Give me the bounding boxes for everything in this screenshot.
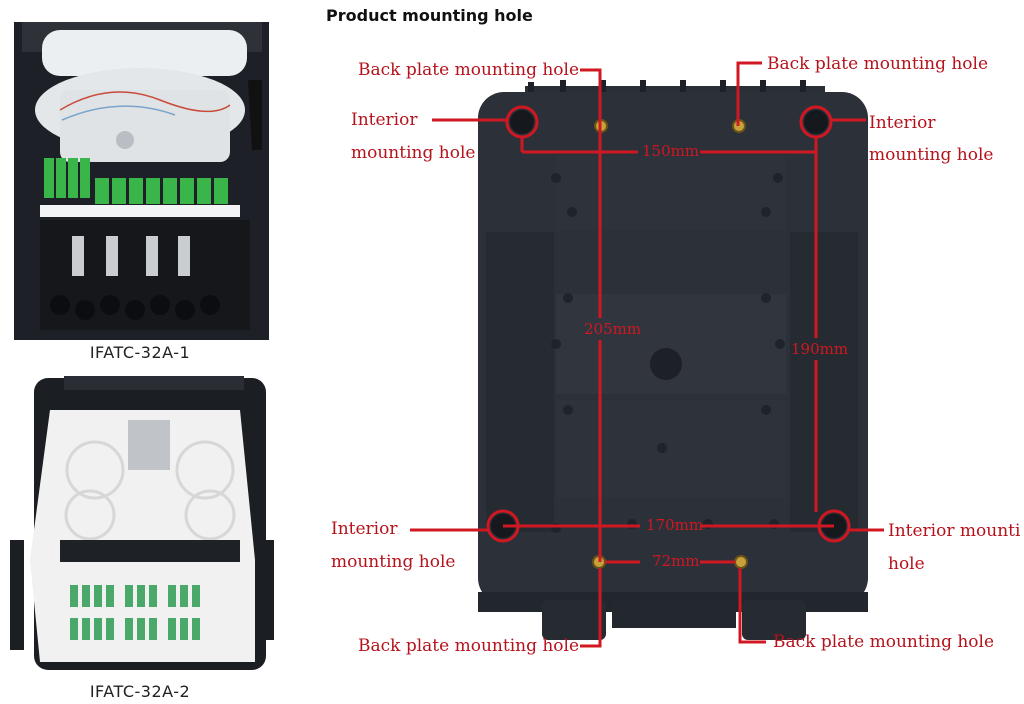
product-caption-1: IFATC-32A-1 <box>89 343 191 362</box>
dimension-72mm: 72mm <box>652 552 700 570</box>
dimension-190mm: 190mm <box>791 340 849 358</box>
label-back-plate-bottom-right: Back plate mounting hole <box>773 632 995 652</box>
label-back-plate-bottom-left: Back plate mounting hole <box>358 636 580 656</box>
dimension-170mm: 170mm <box>646 516 704 534</box>
label-interior-top-left-2: mounting hole <box>351 143 476 163</box>
label-interior-top-right-2: mounting hole <box>869 145 994 165</box>
dimension-205mm: 205mm <box>584 320 642 338</box>
label-interior-bottom-right-1: Interior mounti <box>888 521 1021 541</box>
label-interior-bottom-left-2: mounting hole <box>331 552 456 572</box>
label-back-plate-top-left: Back plate mounting hole <box>358 60 580 80</box>
product-caption-2: IFATC-32A-2 <box>89 682 191 701</box>
label-interior-bottom-left-1: Interior <box>331 519 398 539</box>
label-interior-top-right-1: Interior <box>869 113 936 133</box>
label-interior-top-left-1: Interior <box>351 110 418 130</box>
label-back-plate-top-right: Back plate mounting hole <box>767 54 989 74</box>
dimension-150mm: 150mm <box>642 142 700 160</box>
page-title: Product mounting hole <box>326 6 533 25</box>
label-interior-bottom-right-2: hole <box>888 554 925 574</box>
